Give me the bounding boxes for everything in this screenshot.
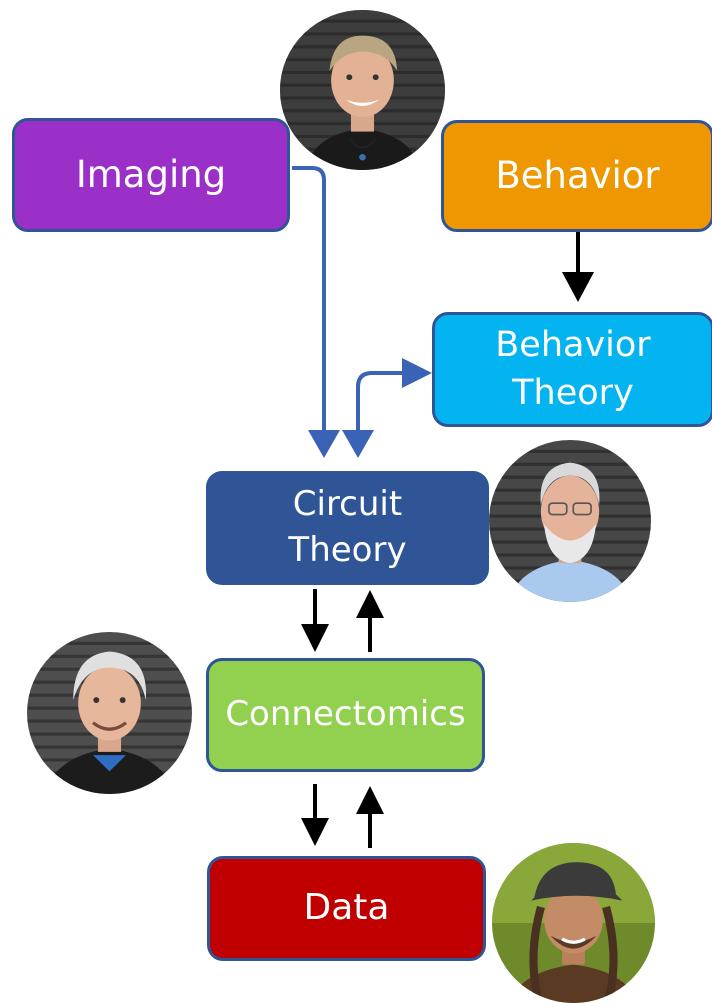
circuit-theory-box: Circuit Theory <box>206 471 489 585</box>
arrowhead-connecto-down <box>301 818 329 846</box>
arrowhead-circuit-down <box>301 624 329 652</box>
data-box: Data <box>207 856 486 961</box>
arrowhead-data-up <box>356 786 384 814</box>
portrait-top-person-icon <box>280 10 445 170</box>
behavior-box: Behavior <box>441 120 712 232</box>
arrowhead-behavior-to-btheory <box>562 272 594 302</box>
connectomics-label: Connectomics <box>225 694 466 735</box>
data-label: Data <box>303 887 390 929</box>
arrow-btheory-to-circuit <box>356 371 404 430</box>
arrow-imaging-to-circuit <box>292 166 326 430</box>
imaging-label: Imaging <box>75 153 227 197</box>
arrowhead-connecto-up <box>356 590 384 618</box>
portrait-left-person-icon <box>27 632 192 794</box>
portrait-right-person-icon <box>489 440 651 602</box>
arrowhead-circuit-side <box>342 430 374 458</box>
arrowhead-imaging-to-circuit <box>308 430 340 458</box>
imaging-box: Imaging <box>12 118 290 232</box>
arrowhead-btheory-side <box>402 358 432 388</box>
portrait-data-person-icon <box>492 843 655 1003</box>
behavior-theory-box: Behavior Theory <box>432 312 712 427</box>
behavior-label: Behavior <box>495 154 660 198</box>
circuit-theory-label: Circuit Theory <box>288 484 407 570</box>
behavior-theory-label: Behavior Theory <box>495 325 651 413</box>
connectomics-box: Connectomics <box>206 658 485 772</box>
